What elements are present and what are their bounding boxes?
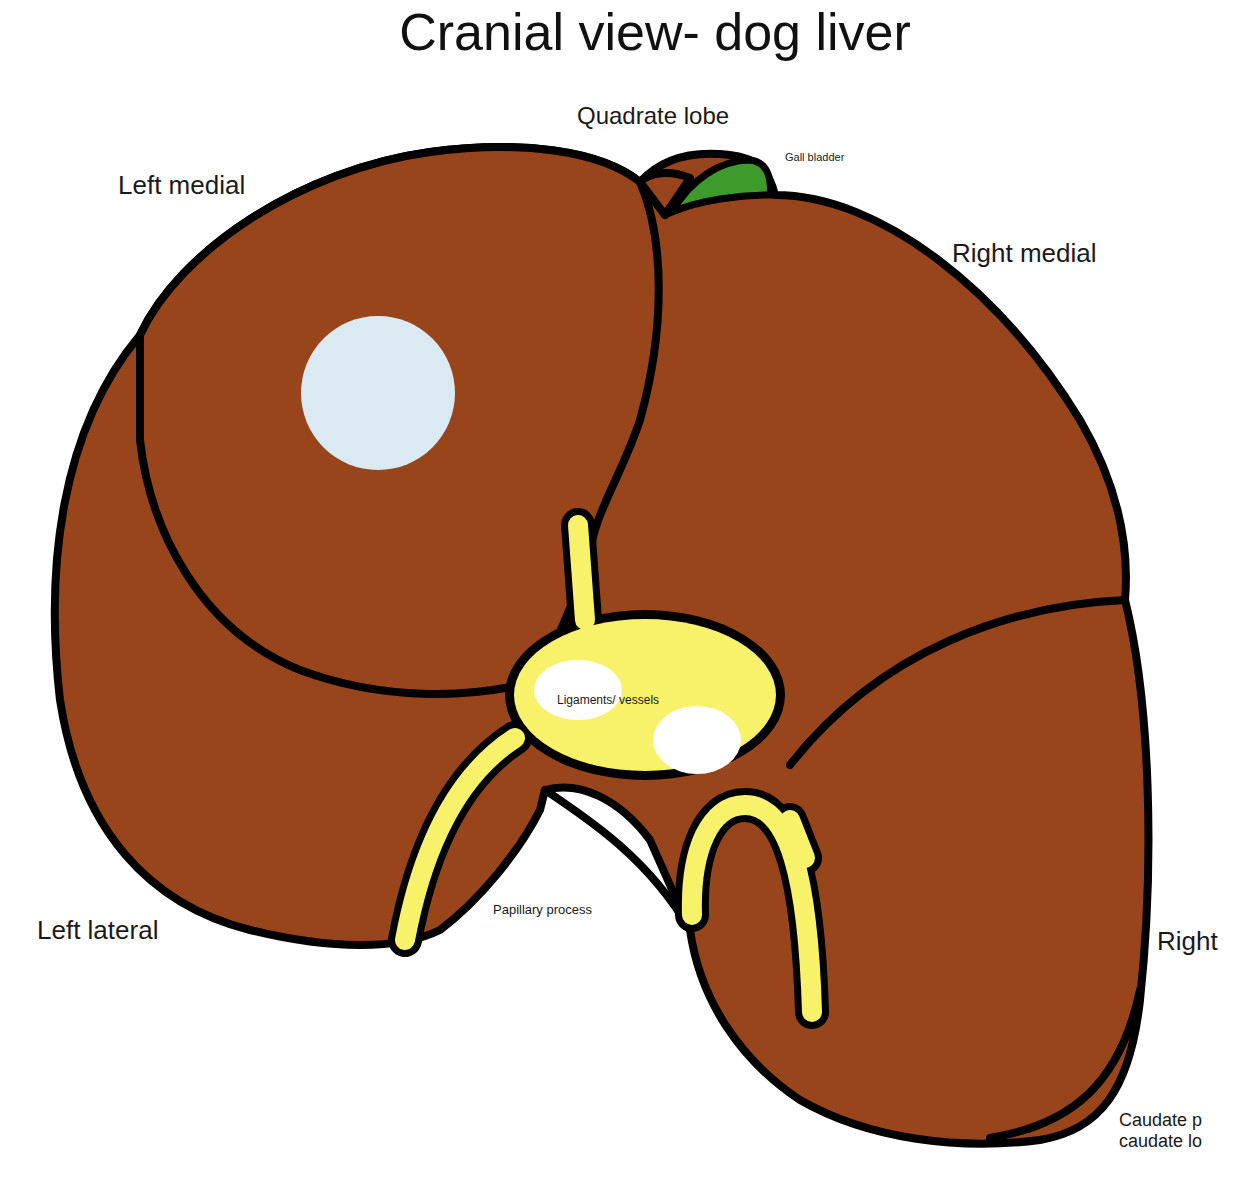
part-label: Caudate p caudate lo xyxy=(1119,1110,1219,1151)
gall-bladder xyxy=(672,160,770,212)
part-label: Right xyxy=(1157,927,1218,957)
left-medial-lobe xyxy=(140,147,659,694)
vessel-lumen xyxy=(653,706,741,774)
part-label: Gall bladder xyxy=(785,151,844,164)
part-label: Left medial xyxy=(118,171,245,201)
part-label: Ligaments/ vessels xyxy=(557,694,659,708)
liver-outline xyxy=(55,147,1149,1144)
vessel-outline xyxy=(405,525,812,1012)
vessel-lumen xyxy=(534,660,622,720)
diagram-title: Cranial view- dog liver xyxy=(0,2,1235,62)
lobe-boundary xyxy=(790,600,1125,765)
vessel xyxy=(405,525,812,1012)
part-label: Papillary process xyxy=(493,903,592,918)
caudate-boundary xyxy=(990,990,1140,1138)
part-label: Left lateral xyxy=(37,916,158,946)
part-label: Quadrate lobe xyxy=(577,102,729,130)
pale-spot xyxy=(301,316,455,470)
part-label: Right medial xyxy=(952,239,1097,269)
